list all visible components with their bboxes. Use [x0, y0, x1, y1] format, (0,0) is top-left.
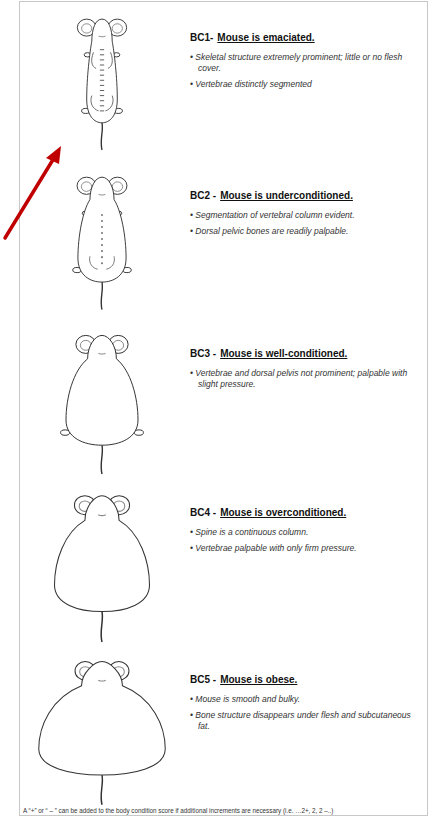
arrow-shaft: [5, 158, 54, 238]
criterion-bullet: • Mouse is smooth and bulky.: [190, 694, 422, 705]
score-heading: BC2 - Mouse is underconditioned.: [190, 189, 422, 202]
score-title: Mouse is overconditioned.: [220, 507, 346, 518]
criterion-bullet: • Vertebrae palpable with only firm pres…: [190, 543, 422, 554]
score-heading: BC5 - Mouse is obese.: [190, 673, 422, 686]
score-block: BC3 - Mouse is well-conditioned. • Vertebr…: [190, 347, 422, 390]
score-heading: BC3 - Mouse is well-conditioned.: [190, 347, 422, 360]
footnote: A “+” or “ – ” can be added to the body …: [23, 807, 425, 815]
mouse-drawing: [39, 662, 165, 805]
criterion-bullet: • Vertebrae and dorsal pelvis not promin…: [190, 368, 422, 390]
mouse-drawing: [54, 496, 149, 642]
criterion-bullet: • Bone structure disappears under flesh …: [190, 710, 422, 732]
score-code: BC3 -: [190, 348, 216, 359]
criterion-bullet: • Spine is a continuous column.: [190, 527, 422, 538]
score-title: Mouse is obese.: [220, 674, 297, 685]
mouse-drawing: [77, 19, 126, 150]
score-block: BC5 - Mouse is obese. • Mouse is smooth an…: [190, 673, 422, 732]
score-code: BC1-: [190, 32, 213, 43]
criterion-bullet: • Skeletal structure extremely prominent…: [190, 52, 422, 74]
score-code: BC5 -: [190, 674, 216, 685]
score-title: Mouse is emaciated.: [217, 32, 314, 43]
criterion-bullet: • Vertebrae distinctly segmented: [190, 79, 422, 90]
score-heading: BC1- Mouse is emaciated.: [190, 31, 422, 44]
score-code: BC2 -: [190, 190, 216, 201]
criterion-bullet: • Segmentation of vertebral column evide…: [190, 210, 422, 221]
mouse-drawing: [73, 177, 131, 309]
arrow-head: [46, 146, 61, 164]
score-block: BC2 - Mouse is underconditioned. • Segment…: [190, 189, 422, 237]
score-heading: BC4 - Mouse is overconditioned.: [190, 506, 422, 519]
score-title: Mouse is well-conditioned.: [220, 348, 347, 359]
score-code: BC4 -: [190, 507, 216, 518]
mouse-drawing: [61, 335, 144, 474]
criterion-bullet: • Dorsal pelvic bones are readily palpab…: [190, 226, 422, 237]
score-block: BC4 - Mouse is overconditioned. • Spine is…: [190, 506, 422, 554]
score-title: Mouse is underconditioned.: [220, 190, 353, 201]
score-block: BC1- Mouse is emaciated. • Skeletal struct…: [190, 31, 422, 90]
